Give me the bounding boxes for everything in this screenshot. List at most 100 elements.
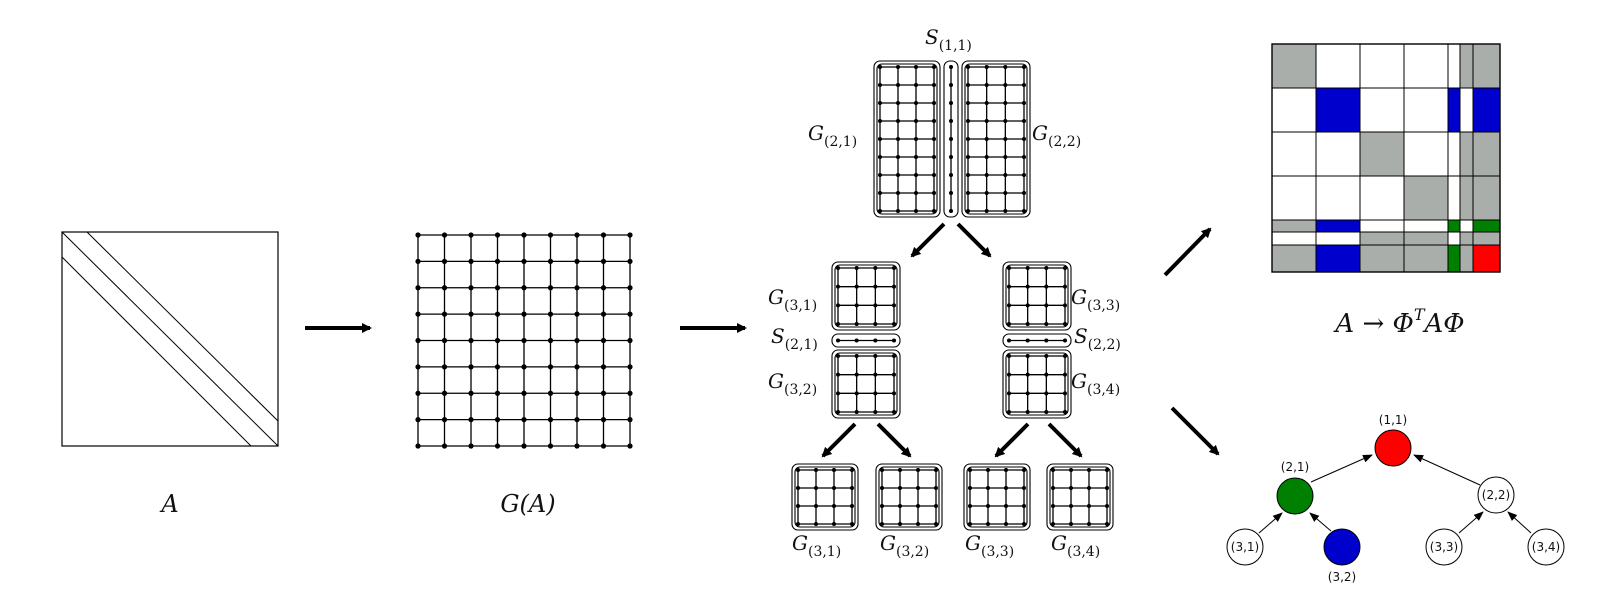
grid-node <box>968 486 972 490</box>
grid-node <box>836 354 840 358</box>
subgraph-g33-mid <box>1002 261 1072 331</box>
grid-node <box>441 337 448 344</box>
grid-node <box>1044 354 1049 358</box>
grid-node <box>627 390 633 396</box>
grid-node <box>1003 209 1008 213</box>
grid-node <box>966 209 970 213</box>
grid-node <box>932 173 936 177</box>
grid-node <box>600 443 607 449</box>
grid-node <box>880 522 884 526</box>
tree-edge-32-21 <box>1309 512 1332 532</box>
grid-node <box>574 232 580 238</box>
grid-node <box>1051 486 1055 490</box>
grid-node <box>832 522 836 526</box>
grid-node <box>934 468 938 472</box>
grid-node <box>574 285 580 291</box>
grid-node <box>1025 391 1030 396</box>
grid-node <box>494 311 501 317</box>
grid-node <box>547 390 554 396</box>
grid-node <box>932 155 936 159</box>
grid-node <box>547 285 554 291</box>
grid-node <box>415 417 421 423</box>
grid-node <box>836 284 840 289</box>
matrix-block <box>1359 87 1405 133</box>
grid-node <box>1004 504 1008 508</box>
subgraph-g31-mid-inner <box>834 264 898 328</box>
grid-node <box>1044 303 1049 308</box>
subgraph-g32-bot-inner <box>878 466 940 528</box>
grid-node <box>521 443 527 449</box>
tree-edge-21-11 <box>1310 454 1373 483</box>
subgraph-g34-bot <box>1046 463 1114 531</box>
grid-node <box>600 337 607 344</box>
tree-label-34: (3,4) <box>1532 540 1560 554</box>
grid-node <box>574 390 580 396</box>
grid-node <box>878 101 882 105</box>
grid-node <box>1025 284 1030 289</box>
grid-node <box>627 443 633 449</box>
grid-node <box>441 311 448 317</box>
grid-node <box>600 364 607 370</box>
tree-node-32 <box>1323 528 1361 566</box>
level2-partition <box>831 261 1072 419</box>
matrix-a <box>61 231 279 447</box>
grid-node <box>415 232 421 238</box>
arrow-to-block-matrix <box>1163 227 1212 277</box>
grid-node <box>896 209 900 213</box>
grid-node <box>1051 468 1055 472</box>
grid-node <box>850 486 854 490</box>
grid-node <box>521 311 527 317</box>
matrix-block <box>1271 43 1317 89</box>
grid-node <box>627 232 633 238</box>
grid-node <box>494 443 501 449</box>
matrix-block <box>1459 244 1474 273</box>
grid-node <box>1069 504 1073 508</box>
grid-node <box>873 303 878 308</box>
subgraph-g34-bot-grid <box>1051 468 1109 526</box>
separator-s22-nodes <box>1007 338 1067 343</box>
grid-node <box>814 504 818 508</box>
subgraph-g22 <box>961 60 1031 218</box>
grid-node <box>468 390 474 396</box>
tree-node-21 <box>1276 477 1314 515</box>
grid-node <box>836 410 840 414</box>
grid-node <box>574 311 580 317</box>
matrix-block <box>1271 131 1317 177</box>
separator-s22 <box>1002 333 1072 348</box>
grid-node <box>547 258 554 264</box>
subgraph-g22-inner <box>964 63 1028 215</box>
grid-node <box>1022 83 1026 87</box>
grid-node <box>880 468 884 472</box>
arrow-to-tree <box>1170 406 1220 456</box>
grid-node <box>984 173 989 177</box>
grid-node <box>600 232 607 238</box>
grid-node <box>1087 504 1091 508</box>
subgraph-g32-mid-inner <box>834 352 898 416</box>
grid-node <box>984 65 989 69</box>
grid-node <box>914 101 918 105</box>
grid-node <box>1007 303 1011 308</box>
grid-node <box>966 119 970 123</box>
grid-node <box>468 417 474 423</box>
grid-node <box>1087 486 1091 490</box>
tree-node-33 <box>1425 528 1463 566</box>
subgraph-g31-mid-grid <box>836 266 896 326</box>
grid-node <box>796 504 800 508</box>
grid-node <box>854 266 859 270</box>
grid-node <box>1004 522 1008 526</box>
arrow-level2-rr <box>1047 422 1083 458</box>
matrix-block <box>1359 175 1405 221</box>
matrix-block <box>1315 175 1361 221</box>
matrix-block <box>1459 131 1474 177</box>
matrix-block <box>1472 175 1501 221</box>
grid-node <box>1025 266 1030 270</box>
grid-node <box>949 137 953 141</box>
grid-node <box>521 417 527 423</box>
subgraph-g32-mid <box>831 349 901 419</box>
grid-node <box>1022 522 1026 526</box>
grid-node <box>898 504 902 508</box>
subgraph-g21-outer <box>873 60 941 218</box>
matrix-block <box>1315 87 1361 133</box>
grid-node <box>896 137 900 141</box>
grid-node <box>494 258 501 264</box>
